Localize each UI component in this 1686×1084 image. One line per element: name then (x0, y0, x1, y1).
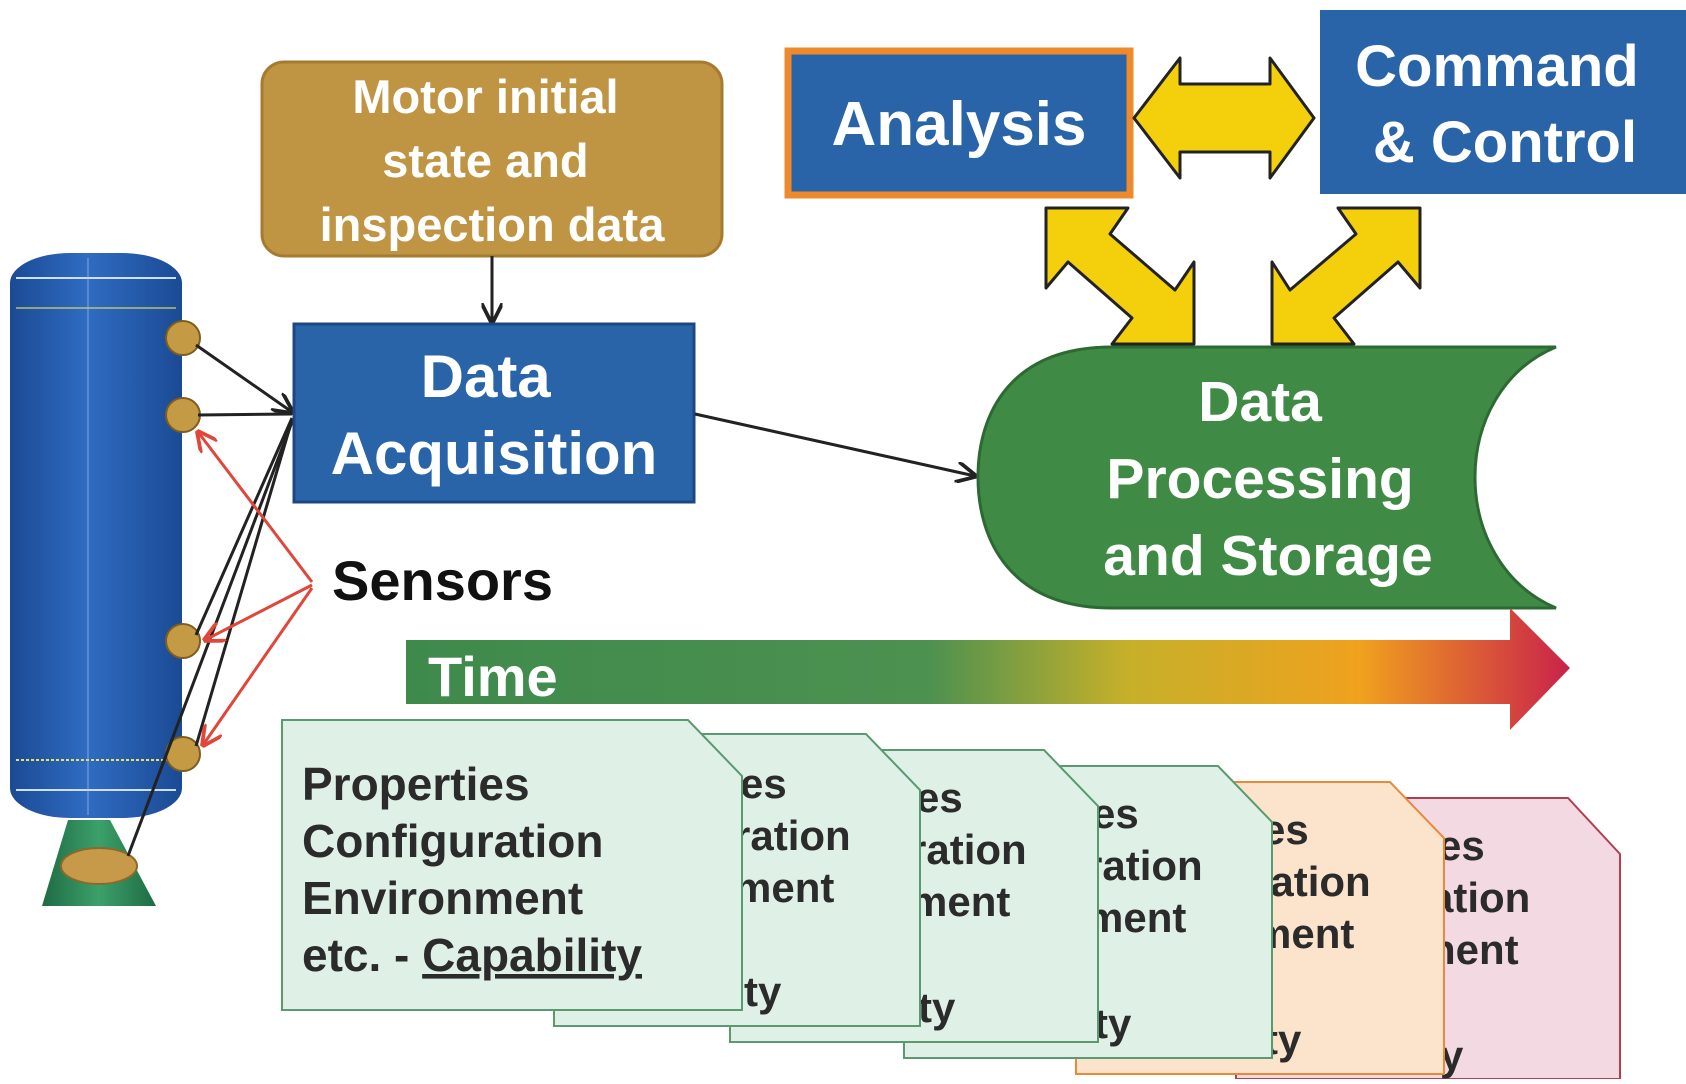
sensors-label: Sensors (332, 549, 553, 612)
analysis-label: Analysis (831, 90, 1086, 159)
capability-emphasis: Capability (422, 929, 642, 981)
processing-line: and Storage (1103, 524, 1432, 588)
sensor-callout-arrows (198, 432, 314, 745)
sensor-dot (165, 320, 201, 356)
svg-text:Command & Control: Command & Control (1355, 34, 1655, 175)
card-fragment-line: es (740, 760, 787, 807)
motor-case (10, 253, 182, 818)
sensor-dot (165, 623, 201, 659)
card-fragment-tail: ty (918, 984, 956, 1031)
motor-box-line: Motor initial (352, 70, 618, 123)
front-card-line: Properties (302, 758, 530, 810)
front-card-line: Configuration (302, 815, 604, 867)
svg-text:Properties Configurati: Properties Configuration Environment etc… (302, 758, 642, 981)
time-arrow: Time (406, 608, 1570, 730)
card-fragment-line: ment (1086, 894, 1186, 941)
card-fragment-line: ment (910, 878, 1010, 925)
acquisition-to-storage-arrow (694, 412, 975, 476)
command-line: & Control (1373, 110, 1637, 175)
data-processing-storage: Data Processing and Storage (976, 345, 1557, 610)
svg-text:Motor initial state and: Motor initial state and inspection data (320, 70, 666, 251)
motor-box-line: state and (382, 134, 588, 187)
time-label: Time (428, 645, 558, 708)
card-fragment-tail: ty (1094, 1000, 1132, 1047)
nozzle-exit (60, 847, 138, 885)
sensor-dot (165, 397, 201, 433)
motor-box-line: inspection data (320, 198, 666, 251)
command-control-box: Command & Control (1320, 10, 1686, 194)
card-stack: es ation nent y es ration ment ty es rat… (281, 719, 1621, 1080)
analysis-box: Analysis (784, 47, 1134, 199)
motor-initial-state-box: Motor initial state and inspection data (260, 60, 724, 258)
svg-text:es ration ment: es ration ment (734, 760, 862, 911)
processing-line: Processing (1106, 447, 1413, 511)
command-storage-double-arrow (1270, 206, 1422, 346)
yellow-exchange-arrows (1044, 56, 1422, 346)
svg-text:Data Acquisition: Data Acquisition (331, 343, 658, 487)
analysis-command-double-arrow (1132, 56, 1316, 180)
command-line: Command (1355, 34, 1639, 99)
rocket-motor (10, 253, 201, 906)
processing-line: Data (1198, 370, 1323, 434)
time-slice-card-front: Properties Configuration Environment etc… (281, 719, 743, 1011)
card-fragment-line: ration (1254, 858, 1371, 905)
card-fragment-tail: ty (744, 968, 782, 1015)
analysis-storage-double-arrow (1044, 206, 1196, 346)
acquisition-line: Data (421, 343, 552, 410)
card-fragment-line: ation (1430, 874, 1530, 921)
svg-text:es ration ment: es ration ment (1086, 790, 1214, 941)
card-fragment-line: ration (734, 812, 851, 859)
front-card-line: etc. - (302, 929, 422, 981)
card-fragment-line: es (916, 774, 963, 821)
card-fragment-line: ration (910, 826, 1027, 873)
acquisition-line: Acquisition (331, 420, 658, 487)
card-fragment-line: ment (734, 864, 834, 911)
card-fragment-line: es (1092, 790, 1139, 837)
front-card-line: Environment (302, 872, 583, 924)
data-acquisition-box: Data Acquisition (292, 322, 696, 504)
card-fragment-line: es (1438, 822, 1485, 869)
svg-text:Data Processing an: Data Processing and Storage (1103, 370, 1432, 588)
card-fragment-line: ration (1086, 842, 1203, 889)
svg-text:es ration ment: es ration ment (910, 774, 1038, 925)
